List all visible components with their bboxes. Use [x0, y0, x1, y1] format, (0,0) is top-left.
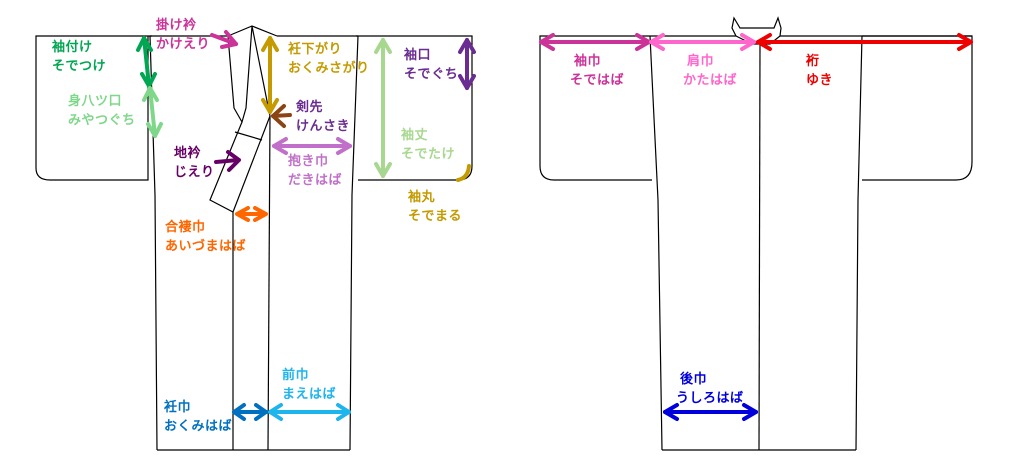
- maehaba-arrow: [268, 403, 351, 421]
- label-sodehaba-kana: そではば: [570, 73, 625, 88]
- label-maehaba-kana: まえはば: [282, 387, 337, 402]
- label-sodetsuke-kanji: 袖付け: [52, 40, 93, 55]
- label-okumisagari-kana: おくみさがり: [288, 61, 370, 76]
- back-body-left-edge: [649, 35, 663, 451]
- label-miyatsuguchi-kana: みやつぐち: [68, 113, 136, 128]
- label-jieri: 地衿 じえり: [174, 144, 215, 182]
- label-sodetake: 袖丈 そでたけ: [401, 126, 455, 164]
- label-yuki-kanji: 裄: [806, 54, 820, 69]
- front-collar: [209, 25, 278, 213]
- back-right-sleeve: [862, 35, 973, 181]
- label-ushirohaba-kanji: 後巾: [680, 372, 708, 387]
- label-aizumahaba: 合褄巾 あいづまはば: [165, 218, 246, 256]
- kakeeri-arrow: [210, 30, 238, 49]
- label-okumisagari-kanji: 衽下がり: [288, 42, 343, 57]
- label-sodeguchi-kana: そでぐち: [404, 67, 459, 82]
- label-dakihaba-kanji: 抱き巾: [288, 154, 329, 169]
- sodehaba-arrow: [539, 33, 651, 51]
- label-jieri-kanji: 地衿: [174, 146, 202, 161]
- sodemaru-arc: [456, 164, 471, 182]
- label-kensaki-kana: けんさき: [296, 119, 351, 134]
- sodetsuke-arrow: [136, 36, 157, 88]
- front-left-sleeve: [35, 35, 152, 181]
- label-kakeeri-kanji: 掛け衿: [156, 18, 197, 33]
- label-kakeeri-kana: かけえり: [156, 37, 211, 52]
- label-dakihaba-kana: だきはば: [288, 173, 343, 188]
- label-okumihaba-kanji: 衽巾: [164, 400, 192, 415]
- front-kimono-outline: [35, 25, 473, 451]
- label-aizumahaba-kanji: 合褄巾: [165, 220, 206, 235]
- label-sodehaba-kanji: 袖巾: [574, 54, 602, 69]
- okumihaba-arrow: [232, 403, 268, 421]
- label-ushirohaba-kana: うしろはば: [676, 391, 744, 406]
- label-sodetake-kana: そでたけ: [401, 147, 456, 162]
- label-sodemaru-kana: そでまる: [408, 209, 463, 224]
- label-yuki: 裄 ゆき: [806, 52, 833, 90]
- label-sodetsuke: 袖付け そでつけ: [52, 38, 106, 76]
- back-body-right-edge: [855, 35, 863, 451]
- back-left-sleeve: [539, 35, 652, 181]
- miyatsuguchi-arrow: [142, 86, 163, 138]
- label-jieri-kana: じえり: [174, 165, 215, 180]
- back-center-seam: [758, 43, 761, 451]
- label-maehaba-kanji: 前巾: [282, 368, 310, 383]
- label-ushirohaba: 後巾 うしろはば: [676, 370, 744, 408]
- label-sodemaru-kanji: 袖丸: [408, 190, 436, 205]
- ushirohaba-arrow: [663, 403, 758, 421]
- label-maehaba: 前巾 まえはば: [282, 366, 336, 404]
- label-aizumahaba-kana: あいづまはば: [165, 239, 247, 254]
- label-miyatsuguchi-kanji: 身八ツ口: [68, 94, 123, 109]
- label-kensaki: 剣先 けんさき: [296, 98, 350, 136]
- aizumahaba-arrow: [235, 206, 268, 222]
- sodetake-arrow: [374, 38, 392, 178]
- label-okumihaba: 衽巾 おくみはば: [164, 398, 232, 436]
- jieri-arrow: [214, 150, 241, 172]
- label-okumisagari: 衽下がり おくみさがり: [288, 40, 370, 78]
- yuki-arrow: [756, 33, 973, 51]
- label-katahaba-kana: かたはば: [683, 73, 738, 88]
- front-body-right-edge: [349, 35, 359, 451]
- label-sodetsuke-kana: そでつけ: [52, 59, 107, 74]
- label-sodetake-kanji: 袖丈: [401, 128, 429, 143]
- label-miyatsuguchi: 身八ツ口 みやつぐち: [68, 92, 136, 130]
- label-kensaki-kanji: 剣先: [296, 100, 324, 115]
- label-sodemaru: 袖丸 そでまる: [408, 188, 462, 226]
- label-sodeguchi: 袖口 そでぐち: [404, 46, 458, 84]
- label-okumihaba-kana: おくみはば: [164, 419, 233, 434]
- label-kakeeri: 掛け衿 かけえり: [156, 16, 210, 54]
- label-katahaba-kanji: 肩巾: [687, 54, 715, 69]
- label-yuki-kana: ゆき: [806, 73, 834, 88]
- label-katahaba: 肩巾 かたはば: [683, 52, 737, 90]
- katahaba-arrow: [649, 33, 756, 51]
- kensaki-arrow: [271, 104, 292, 128]
- okumisagari-arrow: [261, 36, 279, 114]
- dakihaba-arrow: [272, 137, 352, 155]
- sodeguchi-arrow: [458, 38, 476, 90]
- label-sodehaba: 袖巾 そではば: [570, 52, 624, 90]
- front-kensaki-line: [267, 115, 271, 451]
- label-sodeguchi-kanji: 袖口: [404, 48, 432, 63]
- label-dakihaba: 抱き巾 だきはば: [288, 152, 342, 190]
